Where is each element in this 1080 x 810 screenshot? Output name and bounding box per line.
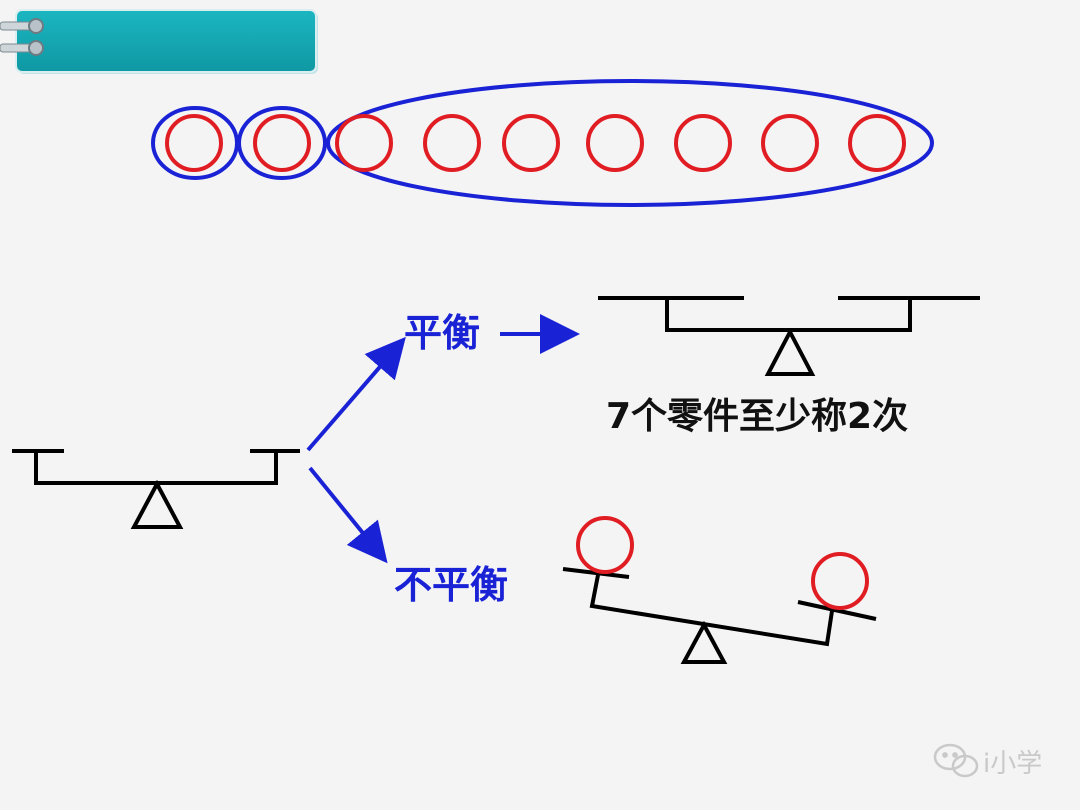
unbalanced-scale — [562, 516, 877, 664]
part-circle — [761, 114, 819, 172]
part-circle — [576, 516, 634, 574]
watermark: i小学 — [933, 743, 1042, 779]
fulcrum-triangle — [130, 479, 184, 529]
group-ellipse-3 — [326, 79, 934, 207]
result-label: 7个零件至少称2次 — [606, 396, 908, 437]
binder-rings-icon — [0, 18, 44, 56]
part-circle — [253, 114, 311, 172]
balanced-scale — [598, 296, 980, 376]
arrow-to-balanced — [306, 336, 406, 452]
parts-row — [151, 79, 934, 207]
part-circle — [502, 114, 560, 172]
part-circle — [674, 114, 732, 172]
arrow-to-unbalanced — [308, 466, 388, 564]
part-circle — [423, 114, 481, 172]
part-circle — [811, 552, 869, 610]
left-scale — [12, 449, 300, 529]
fulcrum-triangle — [764, 327, 816, 376]
part-circle — [165, 114, 223, 172]
part-circle — [848, 114, 906, 172]
part-circle — [586, 114, 644, 172]
unbalanced-label: 不平衡 — [394, 563, 508, 607]
group-ellipse-2 — [237, 106, 327, 180]
wechat-icon — [933, 743, 979, 778]
part-circle — [335, 114, 393, 172]
balanced-label: 平衡 — [404, 311, 480, 355]
header-tab — [0, 9, 318, 74]
fulcrum-triangle — [680, 620, 728, 664]
watermark-text: i小学 — [983, 749, 1042, 779]
